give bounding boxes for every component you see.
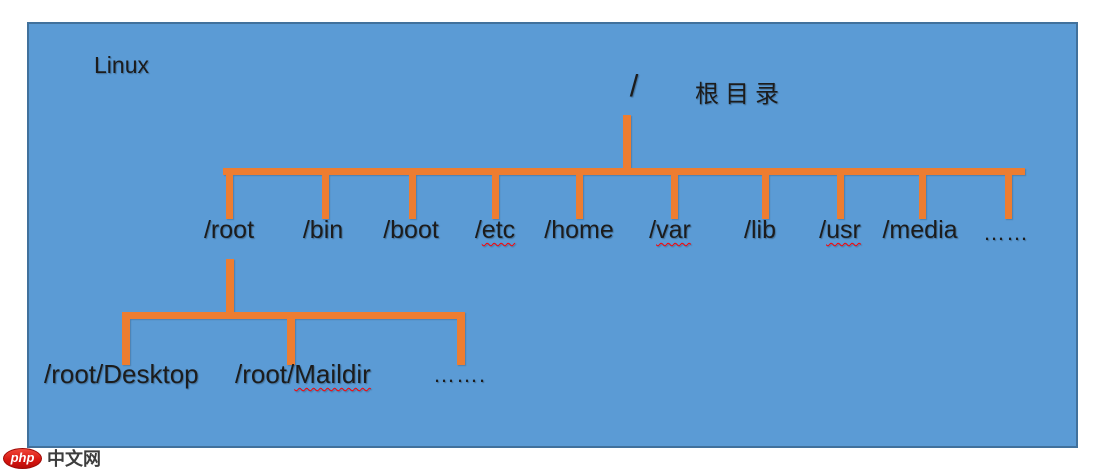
node-label: / bbox=[474, 216, 482, 244]
level1-drop-line-home bbox=[576, 175, 583, 219]
node-label: / bbox=[383, 216, 391, 244]
level1-drop-line-etc bbox=[492, 175, 499, 219]
node-label: / bbox=[649, 216, 657, 244]
level1-drop-line-var bbox=[671, 175, 678, 219]
node-label-misspelled: etc bbox=[481, 216, 516, 244]
tree-node-home: /home bbox=[544, 216, 614, 245]
tree-node-usr: /usr bbox=[819, 216, 861, 245]
level1-drop-line-usr bbox=[837, 175, 844, 219]
node-label: ……. bbox=[433, 362, 487, 387]
root-vertical-line bbox=[623, 115, 631, 170]
level1-drop-line-bin bbox=[322, 175, 329, 219]
level1-drop-line-root bbox=[226, 175, 233, 219]
tree-node-lib: /lib bbox=[744, 216, 776, 245]
tree-node-bin: /bin bbox=[303, 216, 343, 245]
node-label: lib bbox=[750, 216, 776, 244]
tree-node-boot: /boot bbox=[383, 216, 439, 245]
node-label: / bbox=[302, 216, 310, 244]
node-label-misspelled: usr bbox=[826, 216, 861, 244]
level1-drop-line-boot bbox=[409, 175, 416, 219]
level1-drop-line-more bbox=[1005, 175, 1012, 219]
node-label: / bbox=[819, 216, 827, 244]
node-label: /root/ bbox=[235, 359, 295, 389]
diagram-canvas: Linux / 根目录 /root /bin /boot /etc /home … bbox=[27, 22, 1078, 448]
tree-node-etc: /etc bbox=[475, 216, 515, 245]
node-label: / bbox=[544, 216, 552, 244]
node-label: / bbox=[203, 216, 211, 244]
tree-node-root-maildir: /root/Maildir bbox=[235, 359, 371, 390]
php-logo-text: php bbox=[10, 449, 35, 465]
watermark-logo: php 中文网 bbox=[3, 447, 101, 469]
node-label: Desktop bbox=[103, 359, 199, 389]
root-node-label: / bbox=[629, 68, 639, 103]
node-label: root bbox=[210, 216, 255, 244]
node-label-misspelled: var bbox=[656, 216, 691, 244]
level1-horizontal-line bbox=[223, 168, 1025, 175]
tree-node-var: /var bbox=[649, 216, 691, 245]
root-branch-vertical-line bbox=[226, 259, 234, 316]
node-label: boot bbox=[390, 216, 439, 244]
tree-node-root-desktop: /root/Desktop bbox=[44, 359, 199, 390]
level2-horizontal-line bbox=[122, 312, 465, 319]
tree-node-root: /root bbox=[204, 216, 254, 245]
diagram-title: Linux bbox=[94, 52, 149, 78]
node-label-misspelled: Maildir bbox=[294, 359, 371, 389]
node-label: / bbox=[882, 216, 890, 244]
level1-drop-line-lib bbox=[762, 175, 769, 219]
site-name-text: 中文网 bbox=[47, 449, 101, 469]
level1-drop-line-media bbox=[919, 175, 926, 219]
node-label: media bbox=[889, 216, 958, 244]
tree-node-media: /media bbox=[882, 216, 957, 245]
root-node-annotation: 根目录 bbox=[695, 81, 785, 108]
node-label: home bbox=[551, 216, 614, 244]
node-label: bin bbox=[309, 216, 344, 244]
level2-drop-line-maildir bbox=[287, 319, 295, 365]
level2-drop-line-more bbox=[457, 319, 465, 365]
php-logo-icon: php bbox=[3, 447, 42, 469]
level2-drop-line-desktop bbox=[122, 319, 130, 365]
tree-node-ellipsis: …… bbox=[983, 220, 1029, 246]
node-label: …… bbox=[983, 220, 1029, 245]
tree-node-ellipsis-2: ……. bbox=[433, 362, 486, 388]
node-label: / bbox=[744, 216, 751, 244]
node-label: /root/ bbox=[44, 359, 104, 389]
